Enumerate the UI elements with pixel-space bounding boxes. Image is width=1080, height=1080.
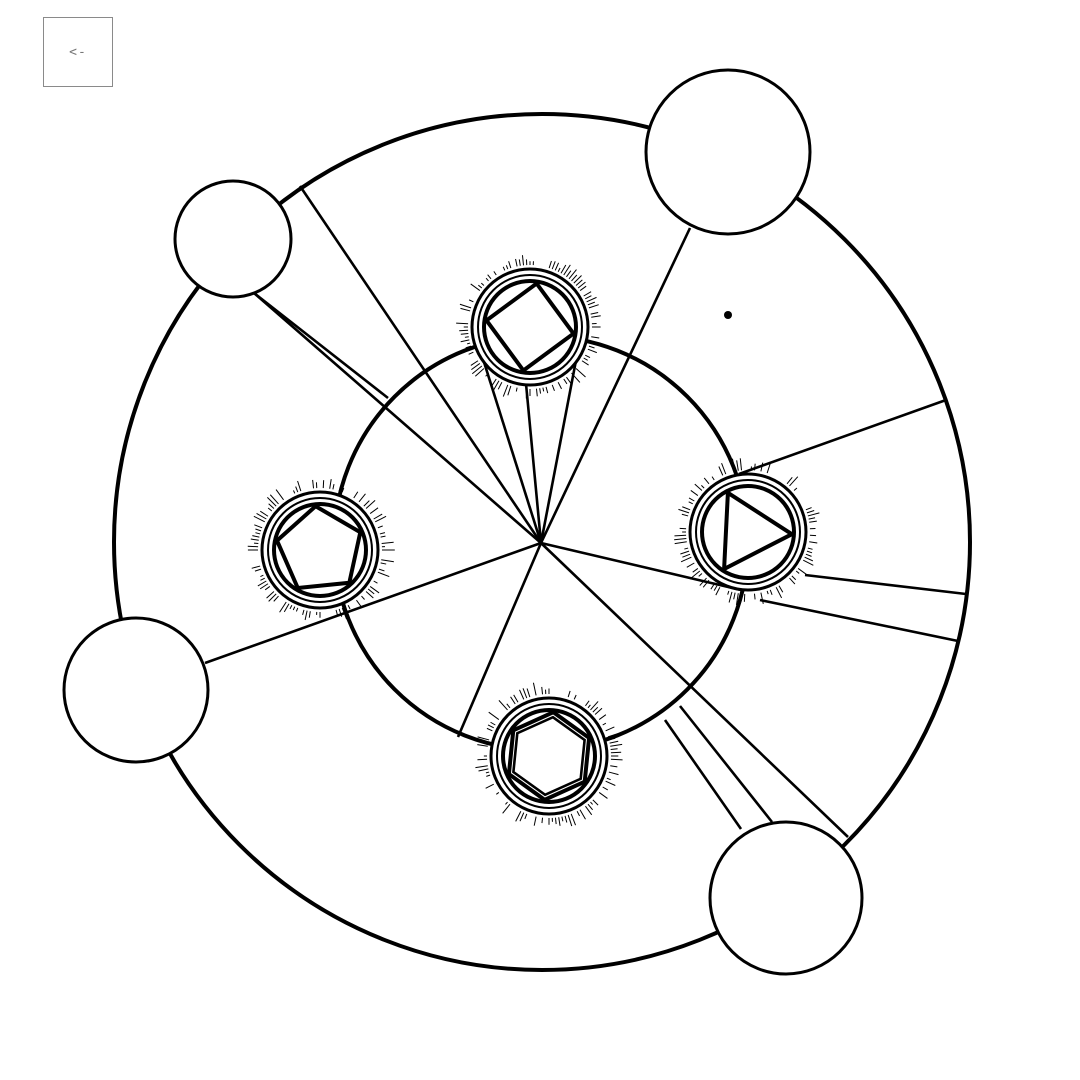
hexagon-inner-outline xyxy=(512,715,586,797)
inner-node-triangle[interactable] xyxy=(674,458,820,606)
outer-ring xyxy=(112,112,972,972)
spoke-line xyxy=(663,719,743,830)
node-inner-circle xyxy=(477,274,583,380)
fuzz-ring xyxy=(247,479,395,621)
spoke-line xyxy=(540,542,849,838)
pentagon-icon xyxy=(274,503,363,591)
spoke-line xyxy=(253,291,389,400)
connector-lines xyxy=(204,185,967,838)
node-inner-circle xyxy=(267,497,373,603)
spoke-line xyxy=(476,342,543,544)
node-outer-circle xyxy=(470,267,590,387)
inner-node-pentagon[interactable] xyxy=(247,479,395,621)
hexagon-icon xyxy=(506,709,592,803)
node-outer-circle xyxy=(688,472,808,592)
spoke-line xyxy=(204,541,542,665)
back-arrow-icon: <- xyxy=(69,44,87,60)
node-inner-circle xyxy=(695,479,801,585)
spoke-line xyxy=(456,542,543,738)
outer-node[interactable] xyxy=(173,179,293,299)
spoke-line xyxy=(539,227,692,544)
marker-dot xyxy=(724,311,732,319)
node-circle xyxy=(501,708,597,804)
spoke-line xyxy=(678,705,774,823)
spoke-line xyxy=(738,398,947,476)
fuzz-ring xyxy=(475,682,623,827)
spoke-line xyxy=(539,349,580,544)
node-circle xyxy=(700,484,796,580)
back-button[interactable]: <- xyxy=(43,17,113,87)
spoke-line xyxy=(298,185,543,544)
spoke-line xyxy=(804,573,967,596)
node-inner-circle xyxy=(496,703,602,809)
node-circle xyxy=(272,502,368,598)
spoke-line xyxy=(523,372,543,544)
square-icon xyxy=(483,280,577,374)
triangle-icon xyxy=(721,489,796,573)
fuzz-ring xyxy=(674,458,820,606)
inner-node-square[interactable] xyxy=(456,255,601,399)
outer-node[interactable] xyxy=(62,616,210,764)
node-circle xyxy=(482,279,578,375)
spoke-line xyxy=(759,598,959,643)
outer-node[interactable] xyxy=(644,68,812,236)
outer-node[interactable] xyxy=(708,820,864,976)
inner-node-hexagon[interactable] xyxy=(475,682,623,827)
spoke-line xyxy=(253,292,542,544)
fuzz-ring xyxy=(456,255,601,399)
